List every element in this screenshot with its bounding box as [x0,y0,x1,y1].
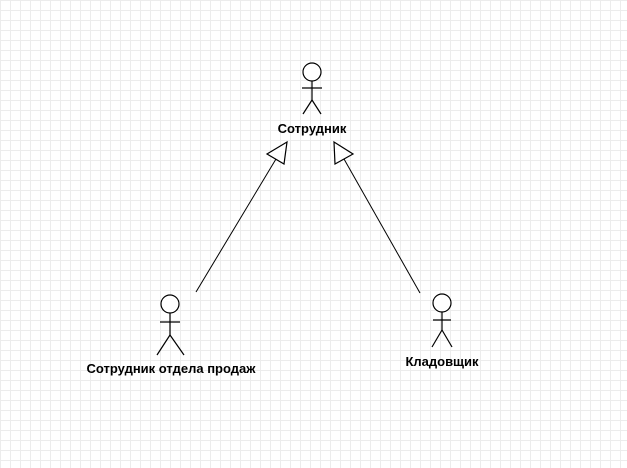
generalization-line [195,158,277,293]
actor-label: Кладовщик [405,354,479,369]
generalization-arrowhead [333,140,355,165]
generalization-line [343,158,421,294]
stick-figure-icon [302,62,322,115]
actor-label: Сотрудник [278,121,347,136]
actor-storekeeper[interactable]: Кладовщик [405,293,479,369]
generalization-sales-employee-to-employee[interactable] [195,140,288,293]
generalization-arrowhead [265,140,288,165]
stick-figure-icon [156,294,185,356]
actor-sales-employee[interactable]: Сотрудник отдела продаж [87,294,257,376]
generalization-storekeeper-to-employee[interactable] [333,140,421,294]
actor-label: Сотрудник отдела продаж [87,361,257,376]
actor-employee[interactable]: Сотрудник [278,62,347,136]
stick-figure-icon [431,293,453,348]
